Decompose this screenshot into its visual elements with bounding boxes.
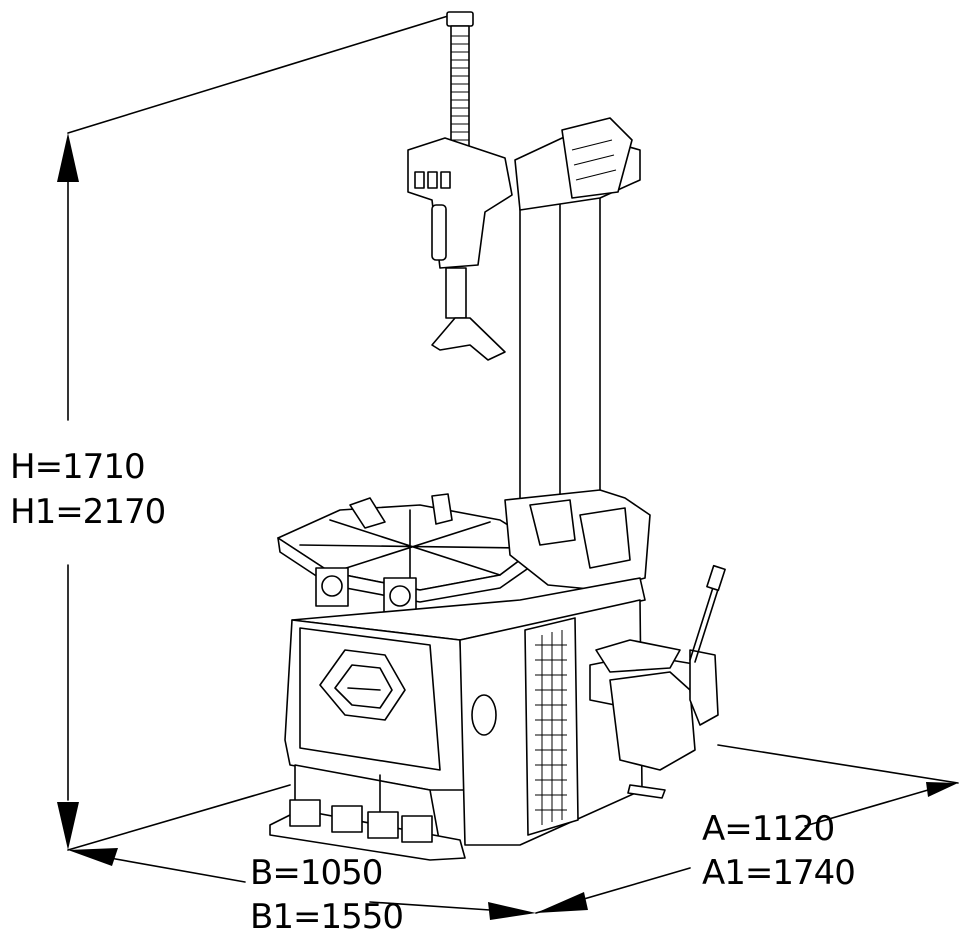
height-label: H=1710 bbox=[10, 447, 146, 487]
width-dimension-line bbox=[67, 784, 536, 920]
arrow-right-icon bbox=[926, 782, 958, 797]
depth-dimension-line bbox=[535, 744, 959, 914]
depth-label: A=1120 bbox=[702, 809, 835, 849]
bead-breaker bbox=[589, 564, 726, 799]
arrow-down-icon bbox=[57, 802, 79, 850]
width-label: B=1050 bbox=[250, 853, 383, 893]
arrow-left-icon bbox=[68, 848, 118, 866]
turntable bbox=[277, 493, 541, 617]
depth-max-label: A1=1740 bbox=[702, 853, 856, 893]
height-dimension-line bbox=[57, 15, 449, 850]
column-base bbox=[504, 489, 651, 591]
arrow-up-icon bbox=[57, 133, 79, 182]
column bbox=[407, 11, 641, 506]
arrow-left-icon bbox=[536, 892, 588, 913]
machine-body bbox=[269, 577, 646, 861]
height-max-label: H1=2170 bbox=[10, 492, 166, 532]
width-max-label: B1=1550 bbox=[250, 897, 404, 937]
arrow-right-icon bbox=[488, 902, 536, 920]
